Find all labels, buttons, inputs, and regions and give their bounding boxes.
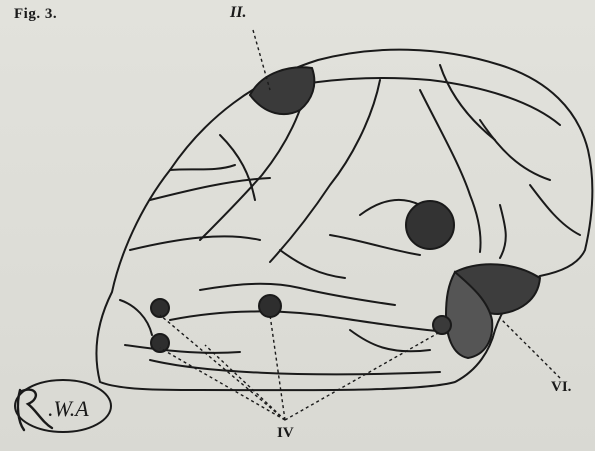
fold-line (350, 330, 430, 351)
fold-line (330, 235, 420, 255)
leader-line (285, 332, 440, 420)
leader-line (270, 315, 285, 420)
fold-line (170, 311, 450, 332)
fold-line (200, 284, 395, 305)
fold-line (530, 185, 580, 235)
leader-line (205, 345, 285, 420)
marker-ii: II. (230, 4, 246, 22)
fold-line (280, 250, 345, 278)
leader-line (160, 315, 285, 420)
region-central (406, 201, 454, 249)
region-ii (250, 67, 314, 114)
leader-line (160, 348, 285, 420)
region-iv-d (433, 316, 451, 334)
svg-text:.W.A: .W.A (48, 396, 89, 421)
signature-monogram: .W.A (8, 370, 118, 440)
fold-line (125, 345, 240, 353)
region-iv-c (259, 295, 281, 317)
fold-line (500, 205, 506, 258)
region-iv-a (151, 299, 169, 317)
leader-line (500, 318, 560, 378)
fold-line (150, 360, 440, 374)
marker-vi: VI. (551, 379, 571, 396)
marker-iv: IV (277, 425, 294, 442)
fold-line (120, 300, 152, 335)
fold-line (170, 165, 235, 170)
fold-line (130, 236, 260, 250)
fold-line (480, 120, 550, 180)
region-iv-b (151, 334, 169, 352)
